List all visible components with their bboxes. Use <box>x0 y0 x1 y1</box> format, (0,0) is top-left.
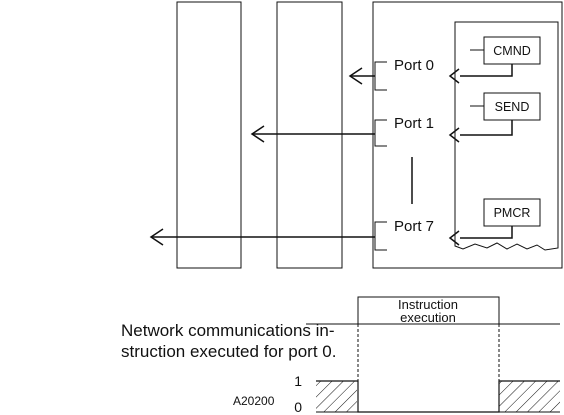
figure-code: A20200 <box>233 394 275 408</box>
level-high-label: 1 <box>294 373 302 389</box>
port-7-label: Port 7 <box>394 218 434 235</box>
cmnd-connector <box>460 64 513 77</box>
cpu-unit-box <box>372 1 563 269</box>
pmcr-connector <box>460 226 513 239</box>
instruction-execution-label-1: Instruction <box>398 297 458 312</box>
cmnd-instruction-box <box>483 36 541 65</box>
timing-caption-line-1: Network communications in- <box>121 321 335 340</box>
program-area <box>454 21 559 251</box>
port-0-arrow-out-icon <box>348 67 363 85</box>
send-connector <box>460 120 513 136</box>
unit-box-left <box>176 1 242 269</box>
cmnd-instruction-label: CMND <box>493 44 531 58</box>
port-7-arrow-out-icon <box>149 228 164 246</box>
port-0-arrow-in-icon <box>448 68 460 84</box>
port-0-label: Port 0 <box>394 57 434 74</box>
instruction-execution-box <box>357 296 500 325</box>
port-7-arrow-in-icon <box>448 230 460 246</box>
instruction-execution-label-2: execution <box>400 310 456 325</box>
off-region-left <box>316 381 357 412</box>
level-low-label: 0 <box>294 399 302 415</box>
pmcr-instruction-label: PMCR <box>494 206 531 220</box>
port-1-arrow-in-icon <box>448 127 460 143</box>
off-region-right <box>499 381 560 412</box>
unit-box-middle <box>276 1 343 269</box>
port-7-bracket <box>374 221 387 251</box>
send-instruction-label: SEND <box>495 100 530 114</box>
timing-caption-line-2: struction executed for port 0. <box>121 342 336 361</box>
port-1-label: Port 1 <box>394 115 434 132</box>
port-1-arrow-out-icon <box>250 125 265 143</box>
port-1-bracket <box>374 119 387 147</box>
port-0-bracket <box>374 61 387 91</box>
